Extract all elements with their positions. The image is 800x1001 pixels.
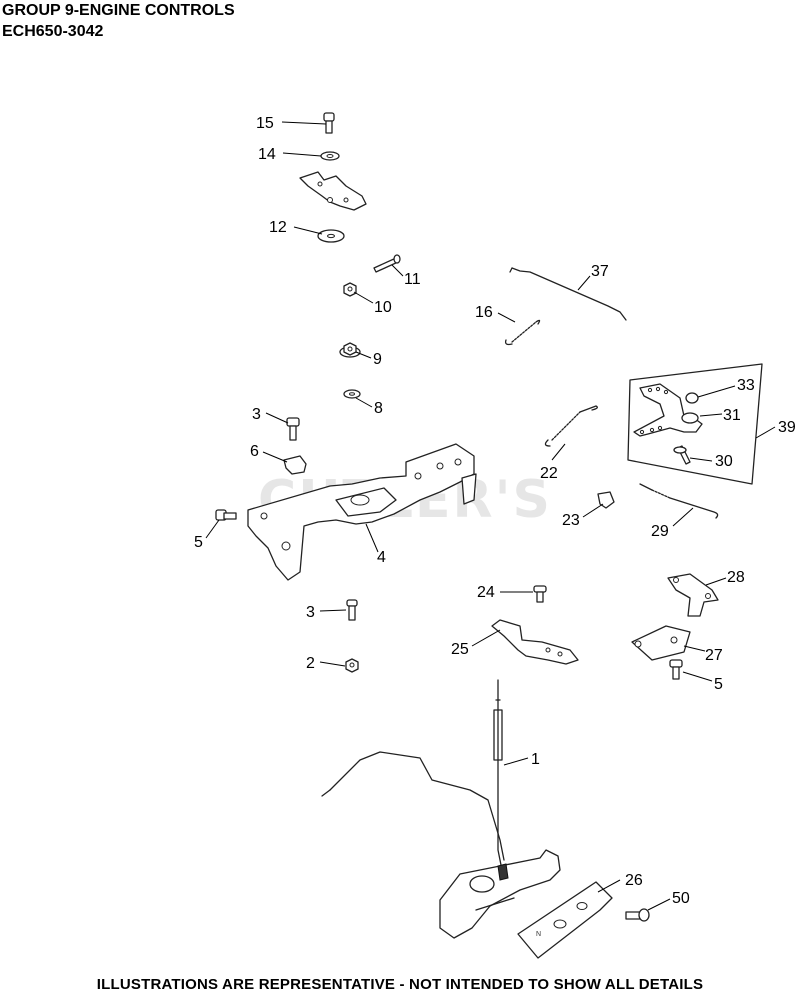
callout-9: 9 <box>373 351 382 368</box>
part-27-plate <box>631 625 691 661</box>
callout-11: 11 <box>404 271 421 288</box>
callout-10: 10 <box>374 299 392 316</box>
model-number: ECH650-3042 <box>2 23 104 40</box>
disclaimer-footer: ILLUSTRATIONS ARE REPRESENTATIVE - NOT I… <box>96 976 704 993</box>
part-50-bolt <box>625 908 650 922</box>
part-9-flange-nut <box>339 342 361 358</box>
part-12-washer <box>317 229 345 243</box>
part-10-nut <box>343 282 357 297</box>
callout-6: 6 <box>250 443 259 460</box>
callout-5-left: 5 <box>194 534 203 551</box>
callout-4: 4 <box>377 549 386 566</box>
callout-50: 50 <box>672 890 690 907</box>
callout-labels: 15 14 12 11 10 37 16 9 8 33 31 39 3 6 22… <box>194 115 796 907</box>
part-25-bracket <box>491 619 579 665</box>
callout-16: 16 <box>475 304 493 321</box>
callout-8: 8 <box>374 400 383 417</box>
header: GROUP 9-ENGINE CONTROLS ECH650-3042 <box>2 0 235 42</box>
part-3-bolt-lower <box>346 599 358 621</box>
callout-3-lower: 3 <box>306 604 315 621</box>
part-11-pin <box>373 254 401 273</box>
callout-2: 2 <box>306 655 315 672</box>
callout-37: 37 <box>591 263 609 280</box>
callout-33: 33 <box>737 377 755 394</box>
callout-39: 39 <box>778 419 796 436</box>
part-5-bolt <box>215 509 237 521</box>
part-29-spring <box>639 483 719 519</box>
leader-lines <box>205 121 776 911</box>
part-26-plate: N <box>517 881 613 959</box>
callout-23: 23 <box>562 512 580 529</box>
part-14-washer <box>320 151 340 161</box>
callout-25: 25 <box>451 641 469 658</box>
callout-28: 28 <box>727 569 745 586</box>
part-8-washer <box>343 389 361 399</box>
part-37-rod <box>509 267 627 321</box>
part-22-spring <box>544 405 598 447</box>
callout-26: 26 <box>625 872 643 889</box>
callout-12: 12 <box>269 219 287 236</box>
callout-31: 31 <box>723 407 741 424</box>
part-2-nut <box>345 658 359 673</box>
part-5-bolt-right <box>669 659 683 680</box>
svg-text:N: N <box>536 931 541 938</box>
callout-15: 15 <box>256 115 274 132</box>
callout-3-upper: 3 <box>252 406 261 423</box>
part-28-bracket <box>667 573 719 617</box>
part-1-control-cable <box>321 679 505 871</box>
callout-14: 14 <box>258 146 276 163</box>
part-4-control-plate <box>247 443 477 581</box>
callout-27: 27 <box>705 647 723 664</box>
callout-22: 22 <box>540 465 558 482</box>
callout-24: 24 <box>477 584 495 601</box>
part-15-bolt <box>323 112 335 134</box>
callout-1: 1 <box>531 751 540 768</box>
part-6-clip <box>283 455 307 475</box>
part-upper-bracket <box>299 171 367 211</box>
part-control-housing <box>439 849 561 939</box>
part-16-spring <box>504 319 541 346</box>
part-23-clip <box>597 491 615 509</box>
part-24-bolt <box>533 585 547 603</box>
group-title: GROUP 9-ENGINE CONTROLS <box>2 2 235 19</box>
part-39-lever-assembly <box>627 363 763 485</box>
part-3-bolt <box>286 417 300 441</box>
callout-5-right: 5 <box>714 676 723 693</box>
callout-29: 29 <box>651 523 669 540</box>
callout-30: 30 <box>715 453 733 470</box>
